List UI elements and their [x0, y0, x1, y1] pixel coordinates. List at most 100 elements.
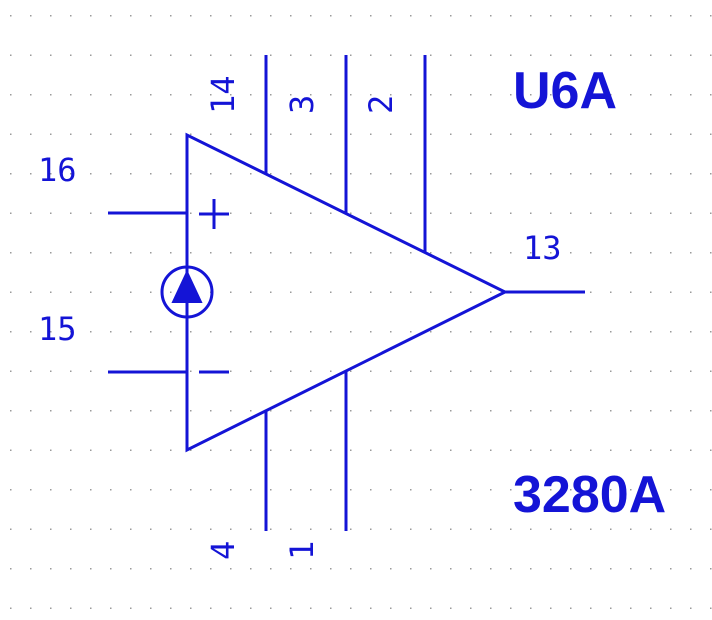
grid-dot — [690, 607, 692, 609]
grid-dot — [210, 489, 212, 491]
grid-dot — [70, 568, 72, 570]
grid-dot — [290, 528, 292, 530]
grid-dot — [250, 212, 252, 214]
grid-dot — [410, 410, 412, 412]
grid-dot — [290, 15, 292, 17]
current-source-arrow-icon — [171, 269, 203, 303]
grid-dot — [310, 528, 312, 530]
grid-dot — [330, 489, 332, 491]
grid-dot — [190, 15, 192, 17]
reference-designator: U6A — [513, 62, 617, 120]
grid-dot — [350, 291, 352, 293]
grid-dot — [490, 291, 492, 293]
pin-label-14: 14 — [204, 75, 242, 114]
grid-dot — [150, 568, 152, 570]
grid-dot — [310, 607, 312, 609]
grid-dot — [630, 133, 632, 135]
grid-dot — [270, 568, 272, 570]
grid-dot — [170, 15, 172, 17]
grid-dot — [50, 331, 52, 333]
grid-dot — [30, 94, 32, 96]
grid-dot — [570, 15, 572, 17]
grid-dot — [670, 94, 672, 96]
grid-dot — [510, 410, 512, 412]
grid-dot — [630, 331, 632, 333]
grid-dot — [470, 212, 472, 214]
grid-dot — [370, 212, 372, 214]
grid-dot — [70, 173, 72, 175]
grid-dot — [230, 331, 232, 333]
grid-dot — [310, 331, 312, 333]
grid-dot — [270, 173, 272, 175]
grid-dot — [110, 410, 112, 412]
grid-dot — [310, 449, 312, 451]
grid-dot — [50, 252, 52, 254]
grid-dot — [250, 607, 252, 609]
grid-dot — [10, 94, 12, 96]
grid-dot — [610, 410, 612, 412]
grid-dot — [330, 15, 332, 17]
grid-dot — [150, 252, 152, 254]
grid-dot — [710, 291, 712, 293]
grid-dot — [570, 94, 572, 96]
grid-dot — [250, 331, 252, 333]
grid-dot — [650, 607, 652, 609]
grid-dot — [590, 449, 592, 451]
grid-dot — [650, 449, 652, 451]
grid-dot — [650, 528, 652, 530]
grid-dot — [330, 212, 332, 214]
grid-dot — [250, 94, 252, 96]
grid-dot — [330, 370, 332, 372]
grid-dot — [510, 370, 512, 372]
grid-dot — [550, 607, 552, 609]
grid-dot — [610, 607, 612, 609]
grid-dot — [150, 94, 152, 96]
grid-dot — [90, 15, 92, 17]
grid-dot — [110, 54, 112, 56]
grid-dot — [190, 94, 192, 96]
grid-dot — [130, 449, 132, 451]
grid-dot — [670, 133, 672, 135]
grid-dot — [510, 133, 512, 135]
grid-dot — [450, 410, 452, 412]
grid-dot — [530, 133, 532, 135]
grid-dot — [710, 252, 712, 254]
grid-dot — [390, 212, 392, 214]
grid-dot — [630, 568, 632, 570]
grid-dot — [550, 331, 552, 333]
grid-dot — [470, 489, 472, 491]
grid-dot — [450, 370, 452, 372]
grid-dot — [690, 173, 692, 175]
grid-dot — [590, 528, 592, 530]
grid-dot — [430, 370, 432, 372]
grid-dot — [470, 607, 472, 609]
grid-dot — [510, 489, 512, 491]
grid-dot — [30, 291, 32, 293]
grid-dot — [570, 331, 572, 333]
pin-label-3: 3 — [283, 95, 321, 114]
grid-dot — [410, 54, 412, 56]
grid-dot — [130, 252, 132, 254]
grid-dot — [270, 133, 272, 135]
grid-dot — [130, 94, 132, 96]
grid-dot — [110, 568, 112, 570]
grid-dot — [330, 252, 332, 254]
grid-dot — [190, 489, 192, 491]
grid-dot — [170, 291, 172, 293]
grid-dot — [10, 15, 12, 17]
grid-dot — [30, 173, 32, 175]
grid-dot — [270, 15, 272, 17]
grid-dot — [610, 370, 612, 372]
grid-dot — [630, 410, 632, 412]
grid-dot — [450, 173, 452, 175]
grid-dot — [650, 133, 652, 135]
grid-dot — [290, 370, 292, 372]
grid-dot — [510, 54, 512, 56]
grid-dot — [270, 410, 272, 412]
grid-dot — [350, 252, 352, 254]
grid-dot — [410, 252, 412, 254]
grid-dot — [530, 94, 532, 96]
grid-dot — [250, 133, 252, 135]
grid-dot — [170, 173, 172, 175]
grid-dot — [10, 489, 12, 491]
